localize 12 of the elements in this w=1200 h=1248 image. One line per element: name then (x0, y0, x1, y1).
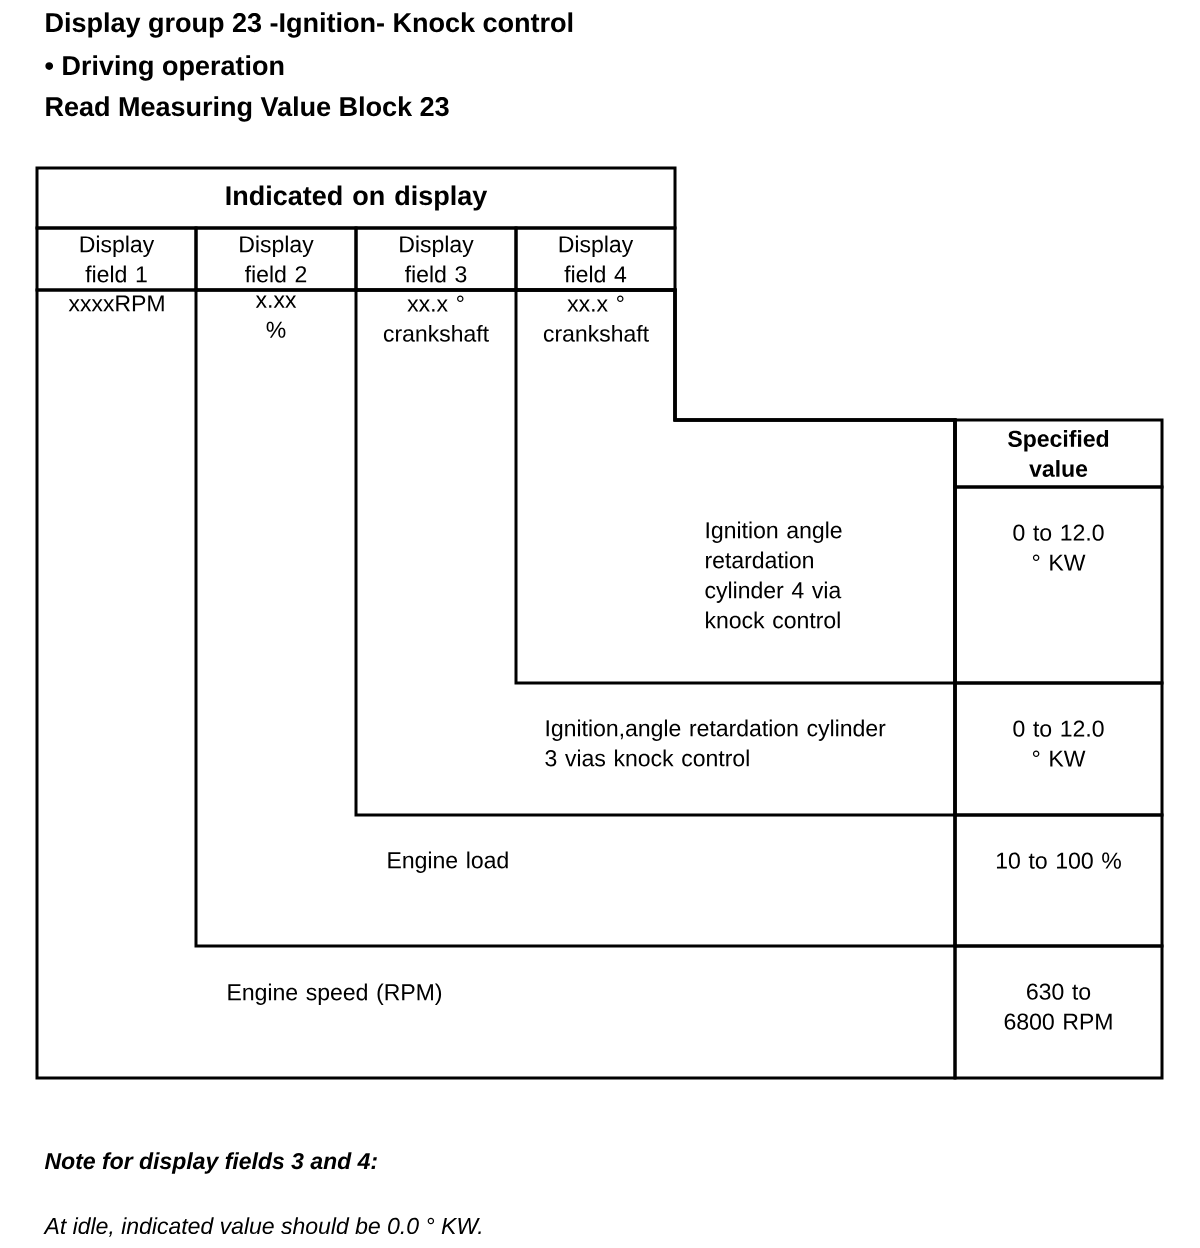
value-cell: 630 to 6800 RPM (953, 944, 1164, 1080)
value-cell: 0 to 12.0 ° KW (953, 681, 1164, 817)
header-cell: Indicated on display (35, 166, 677, 230)
title: Display group 23 -Ignition- Knock control (46, 12, 573, 38)
subtitle-text: • Driving operation (45, 55, 284, 81)
note-text: At idle, indicated value should be 0.0 ° KW. (43, 1217, 481, 1237)
column-region: xx.x ° crankshaft Ignition angle retardation cylinder 4 via knock control (514, 288, 957, 685)
header-cell: Specified value (953, 418, 1164, 489)
note-heading: Note for display fields 3 and 4: (44, 1152, 377, 1174)
value-cell: 0 to 12.0 ° KW (953, 485, 1164, 685)
subtitle-text: Read Measuring Value Block 23 (46, 96, 449, 122)
value-cell: 10 to 100 % (953, 813, 1164, 948)
